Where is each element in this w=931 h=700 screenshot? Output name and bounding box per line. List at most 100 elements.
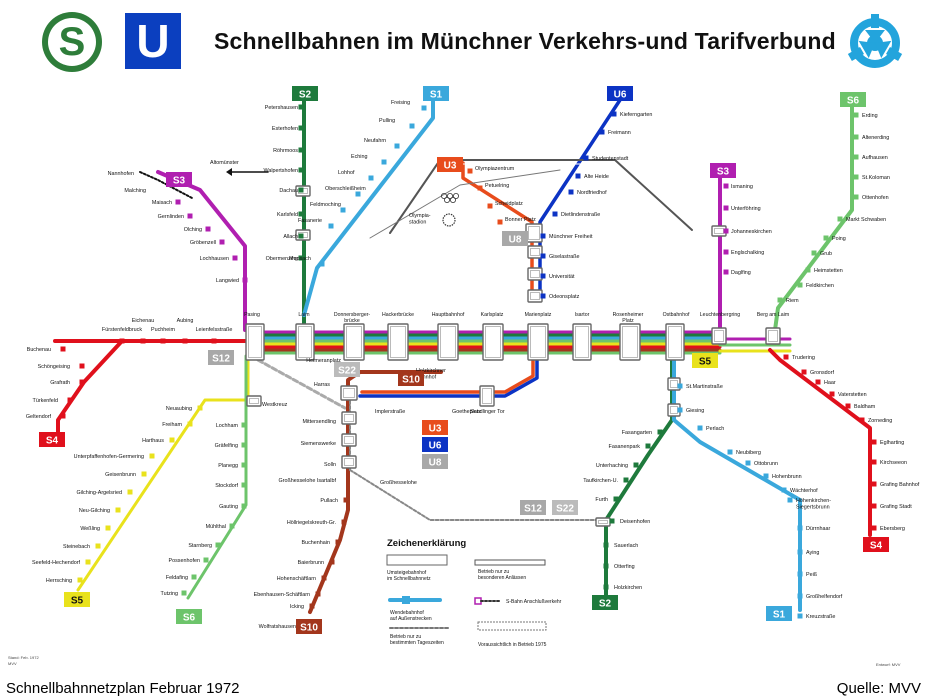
station-label-gernlinden: Gernlinden — [158, 214, 184, 220]
station-marker — [575, 173, 581, 179]
line-u3-south — [360, 350, 535, 394]
station-label-pulling: Pulling — [379, 118, 395, 124]
station-label-nannhofen: Nannhofen — [108, 171, 134, 177]
station-label-eglharting: Eglharting — [880, 440, 904, 446]
station-marker — [169, 437, 175, 443]
trunk-station-hauptbahnhof: Hauptbahnhof — [432, 312, 465, 318]
station-label-mühlthal: Mühlthal — [206, 524, 226, 530]
station-label-seefeld-hechendorf: Seefeld-Hechendorf — [32, 560, 80, 566]
station-marker — [477, 185, 483, 191]
station-marker — [298, 233, 304, 239]
station-marker — [677, 407, 683, 413]
station-label-münchner-freiheit: Münchner Freiheit — [549, 234, 593, 240]
station-marker — [497, 219, 503, 225]
station-marker — [797, 549, 803, 555]
station-marker — [763, 473, 769, 479]
station-marker — [603, 584, 609, 590]
mvv-logo-icon — [847, 14, 903, 68]
line-badge — [422, 454, 448, 469]
olympia-emblem-icon — [442, 213, 456, 227]
station-label-erding: Erding — [862, 113, 878, 119]
station-label-ebersberg: Ebersberg — [880, 526, 905, 532]
station-label-großhelfendorf: Großhelfendorf — [806, 594, 843, 600]
station-label-lohhof: Lohhof — [338, 170, 355, 176]
station-label-deisenhofen: Deisenhofen — [620, 519, 650, 525]
station-marker — [645, 443, 651, 449]
olympic-rings-icon — [446, 192, 453, 199]
station-marker — [609, 518, 615, 524]
interchange-station-inner — [482, 388, 492, 404]
station-marker — [859, 417, 865, 423]
line-s1-north — [302, 98, 435, 317]
station-label-peiß: Peiß — [806, 572, 818, 578]
line-badge-label-s2: S2 — [299, 90, 312, 101]
station-marker — [853, 174, 859, 180]
station-marker — [341, 519, 347, 525]
station-marker — [141, 471, 147, 477]
station-marker — [603, 563, 609, 569]
line-badge-label-s5: S5 — [699, 357, 712, 368]
station-marker — [394, 143, 400, 149]
station-label-zorneding: Zorneding — [868, 418, 892, 424]
station-marker — [85, 559, 91, 565]
arrow-head-icon — [226, 168, 232, 176]
station-label-westkreuz: Westkreuz — [262, 402, 288, 408]
station-label-fürstenfeldbruck: Fürstenfeldbruck — [102, 327, 142, 333]
station-label-weßling: Weßling — [80, 526, 100, 532]
station-label-leienfelsstraße: Leienfelsstraße — [196, 327, 233, 333]
line-badge — [423, 86, 449, 101]
interchange-station-inner — [714, 330, 724, 342]
trunk-station-marienplatz: Marienplatz — [525, 312, 552, 318]
station-marker — [298, 187, 304, 193]
line-badge — [710, 163, 736, 178]
station-label-olching: Olching — [184, 227, 202, 233]
olympic-rings-icon — [452, 192, 459, 199]
station-marker — [149, 453, 155, 459]
line-badge-label-s6: S6 — [847, 96, 860, 107]
station-label-eching: Eching — [351, 154, 367, 160]
station-marker — [797, 613, 803, 619]
station-label-puchheim: Puchheim — [151, 327, 175, 333]
station-marker — [540, 233, 546, 239]
station-label-haar: Haar — [824, 380, 836, 386]
image-caption: Schnellbahnnetzplan Februar 1972 — [6, 680, 240, 697]
line-s6-ne — [773, 103, 854, 332]
line-badge-label-s4: S4 — [870, 541, 883, 552]
station-label-st-martinstraße: St.Martinstraße — [686, 384, 723, 390]
station-label-perlach: Perlach — [706, 426, 724, 432]
line-badge-label-s10: S10 — [300, 623, 318, 634]
interchange-station-inner — [530, 292, 540, 300]
station-marker — [298, 211, 304, 217]
line-badge-label-s12: S12 — [212, 354, 230, 365]
station-marker — [381, 159, 387, 165]
station-marker — [797, 282, 803, 288]
station-marker — [797, 571, 803, 577]
station-label-feldkirchen: Feldkirchen — [806, 283, 834, 289]
olympic-rings-icon — [440, 192, 447, 199]
station-marker — [319, 261, 325, 267]
station-marker — [871, 525, 877, 531]
station-marker — [119, 338, 125, 344]
station-label-kreuzstraße: Kreuzstraße — [806, 614, 835, 620]
station-marker — [540, 253, 546, 259]
station-label-solln: Solln — [324, 462, 336, 468]
station-label-karlsfeld: Karlsfeld — [277, 212, 298, 218]
s-bahn-logo-letter: S — [48, 18, 96, 66]
station-label-großhesselohe: Großhesselohe — [380, 480, 417, 486]
line-badge-label-u6: U6 — [614, 90, 627, 101]
legend-special-symbol — [474, 559, 546, 566]
station-label-baldham: Baldham — [854, 404, 876, 410]
line-badge-label-s6: S6 — [183, 613, 196, 624]
station-label-holzkirchen: Holzkirchen — [614, 585, 642, 591]
station-label-fasanerie: Fasanerie — [298, 218, 322, 224]
station-marker — [181, 590, 187, 596]
station-marker — [623, 477, 629, 483]
station-marker — [67, 397, 73, 403]
interchange-station-inner — [768, 330, 778, 342]
station-label-dachau: Dachau — [279, 188, 298, 194]
station-label-heimeranplatz: Heimeranplatz — [306, 358, 341, 364]
